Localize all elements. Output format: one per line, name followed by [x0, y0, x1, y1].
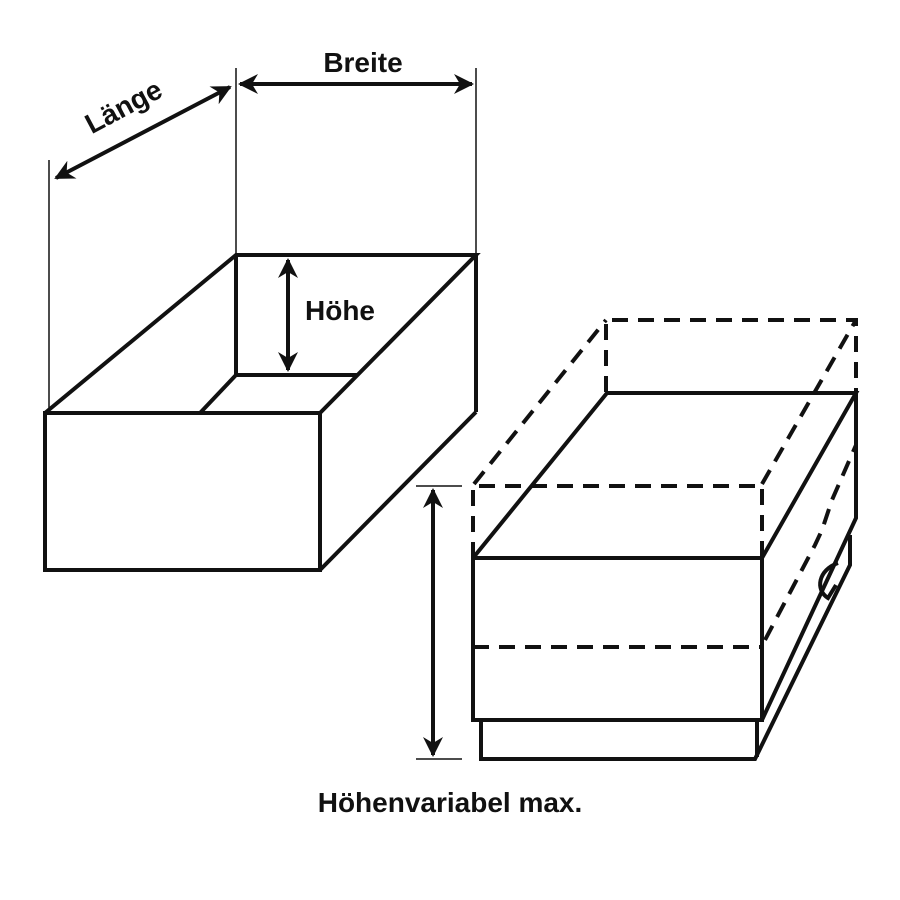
open-box: Länge Breite Höhe: [43, 47, 481, 572]
base-box: [479, 535, 852, 761]
width-label: Breite: [323, 47, 402, 78]
telescoping-box: [416, 318, 860, 761]
lid-front-face: [471, 556, 764, 722]
max-height-outline-edge: [760, 319, 858, 485]
length-label: Länge: [80, 74, 167, 140]
box-side-edge: [318, 410, 478, 572]
max-height-outline-front: [471, 484, 764, 558]
box-top-rim: [43, 253, 481, 415]
variable-height-label: Höhenvariabel max.: [318, 787, 583, 818]
box-inner-edge: [198, 373, 238, 415]
lid-side-edge: [760, 393, 858, 721]
lid-top-face: [471, 391, 860, 560]
max-height-outline-back: [604, 318, 858, 392]
height-label: Höhe: [305, 295, 375, 326]
box-front-face: [43, 411, 322, 572]
max-height-outline-edge: [472, 318, 608, 486]
thumb-notch: [818, 561, 839, 601]
length-arrow: [54, 85, 232, 180]
